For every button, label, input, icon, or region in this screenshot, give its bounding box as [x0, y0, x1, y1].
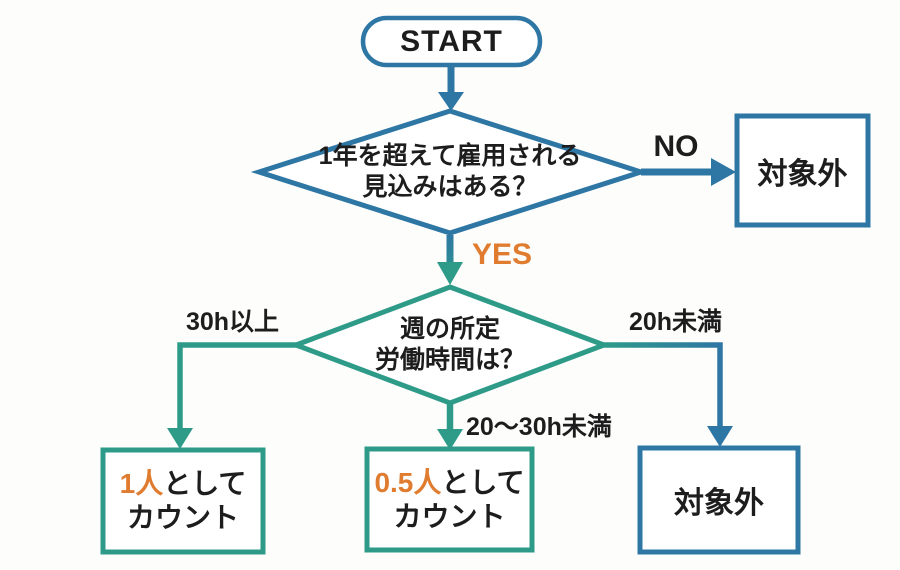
excluded-bottom-label: 対象外 — [674, 487, 764, 520]
arrow-left-branch-shaft — [177, 342, 298, 429]
arrow-left-branch-head — [167, 428, 193, 449]
yes-branch-label: YES — [472, 238, 533, 271]
start-label: START — [400, 24, 503, 58]
excluded-top-box — [734, 113, 871, 228]
decision2-line1: 週の所定 — [399, 315, 500, 343]
count-half-box — [364, 446, 535, 553]
count-full-value: 1人 — [119, 468, 164, 499]
no-branch-label: NO — [653, 130, 699, 163]
count-half-value: 0.5人 — [374, 466, 442, 498]
count-full-suffix: として — [163, 468, 247, 499]
excluded-bottom-box — [637, 445, 801, 555]
decision2-question: 週の所定 労働時間は？ — [350, 314, 550, 376]
arrow-yes-head — [437, 262, 463, 285]
count-half-label: 0.5人として カウント — [367, 449, 532, 550]
arrow-right-branch-head — [707, 426, 733, 447]
decision1-line1: 1年を超えて雇用される — [318, 142, 582, 170]
count-full-box — [100, 447, 266, 555]
arrow-start-head — [438, 92, 464, 111]
decision1-question: 1年を超えて雇用される 見込みはある？ — [300, 141, 600, 203]
branch-left-label: 30h以上 — [185, 308, 280, 336]
decision1-line2: 見込みはある？ — [362, 173, 538, 201]
branch-right-label: 20h未満 — [628, 308, 723, 336]
arrow-no-head — [711, 158, 736, 186]
count-half-line2: カウント — [393, 500, 506, 532]
decision1-diamond — [250, 108, 650, 236]
arrow-mid-branch-head — [437, 429, 463, 450]
decision2-line2: 労働時間は？ — [374, 346, 525, 374]
arrow-right-branch-shaft — [602, 342, 723, 427]
count-half-suffix: として — [441, 466, 525, 498]
branch-middle-label: 20〜30h未満 — [466, 413, 612, 441]
excluded-top-label: 対象外 — [757, 157, 848, 191]
count-full-line2: カウント — [126, 502, 239, 533]
count-full-label: 1人として カウント — [103, 450, 263, 552]
